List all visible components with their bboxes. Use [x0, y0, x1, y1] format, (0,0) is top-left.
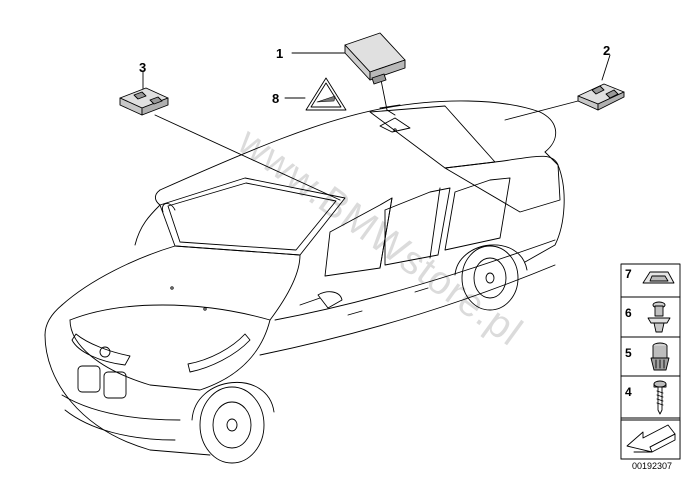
legend-number-4: 4: [625, 385, 632, 399]
callout-2: 2: [603, 43, 611, 58]
clip-icon: [642, 271, 675, 284]
callout-1: 1: [276, 46, 284, 61]
leader-lines: [142, 52, 611, 201]
legend-number-5: 5: [625, 346, 632, 360]
part-sensor-bracket-left[interactable]: [119, 87, 169, 116]
expanding-rivet-icon: [647, 301, 671, 333]
grommet-nut-icon: [650, 342, 670, 371]
legend-number-7: 7: [625, 267, 632, 281]
callout-8: 8: [272, 91, 280, 106]
car-illustration: [44, 100, 565, 464]
part-warning-label[interactable]: [305, 77, 347, 111]
legend-number-6: 6: [625, 306, 632, 320]
arrow-icon: [620, 419, 681, 460]
diagram-id: 00192307: [631, 461, 673, 471]
part-control-unit[interactable]: [344, 32, 406, 85]
part-sensor-bracket-right[interactable]: [577, 83, 625, 111]
screw-icon: [653, 380, 667, 415]
callout-3: 3: [139, 60, 147, 75]
